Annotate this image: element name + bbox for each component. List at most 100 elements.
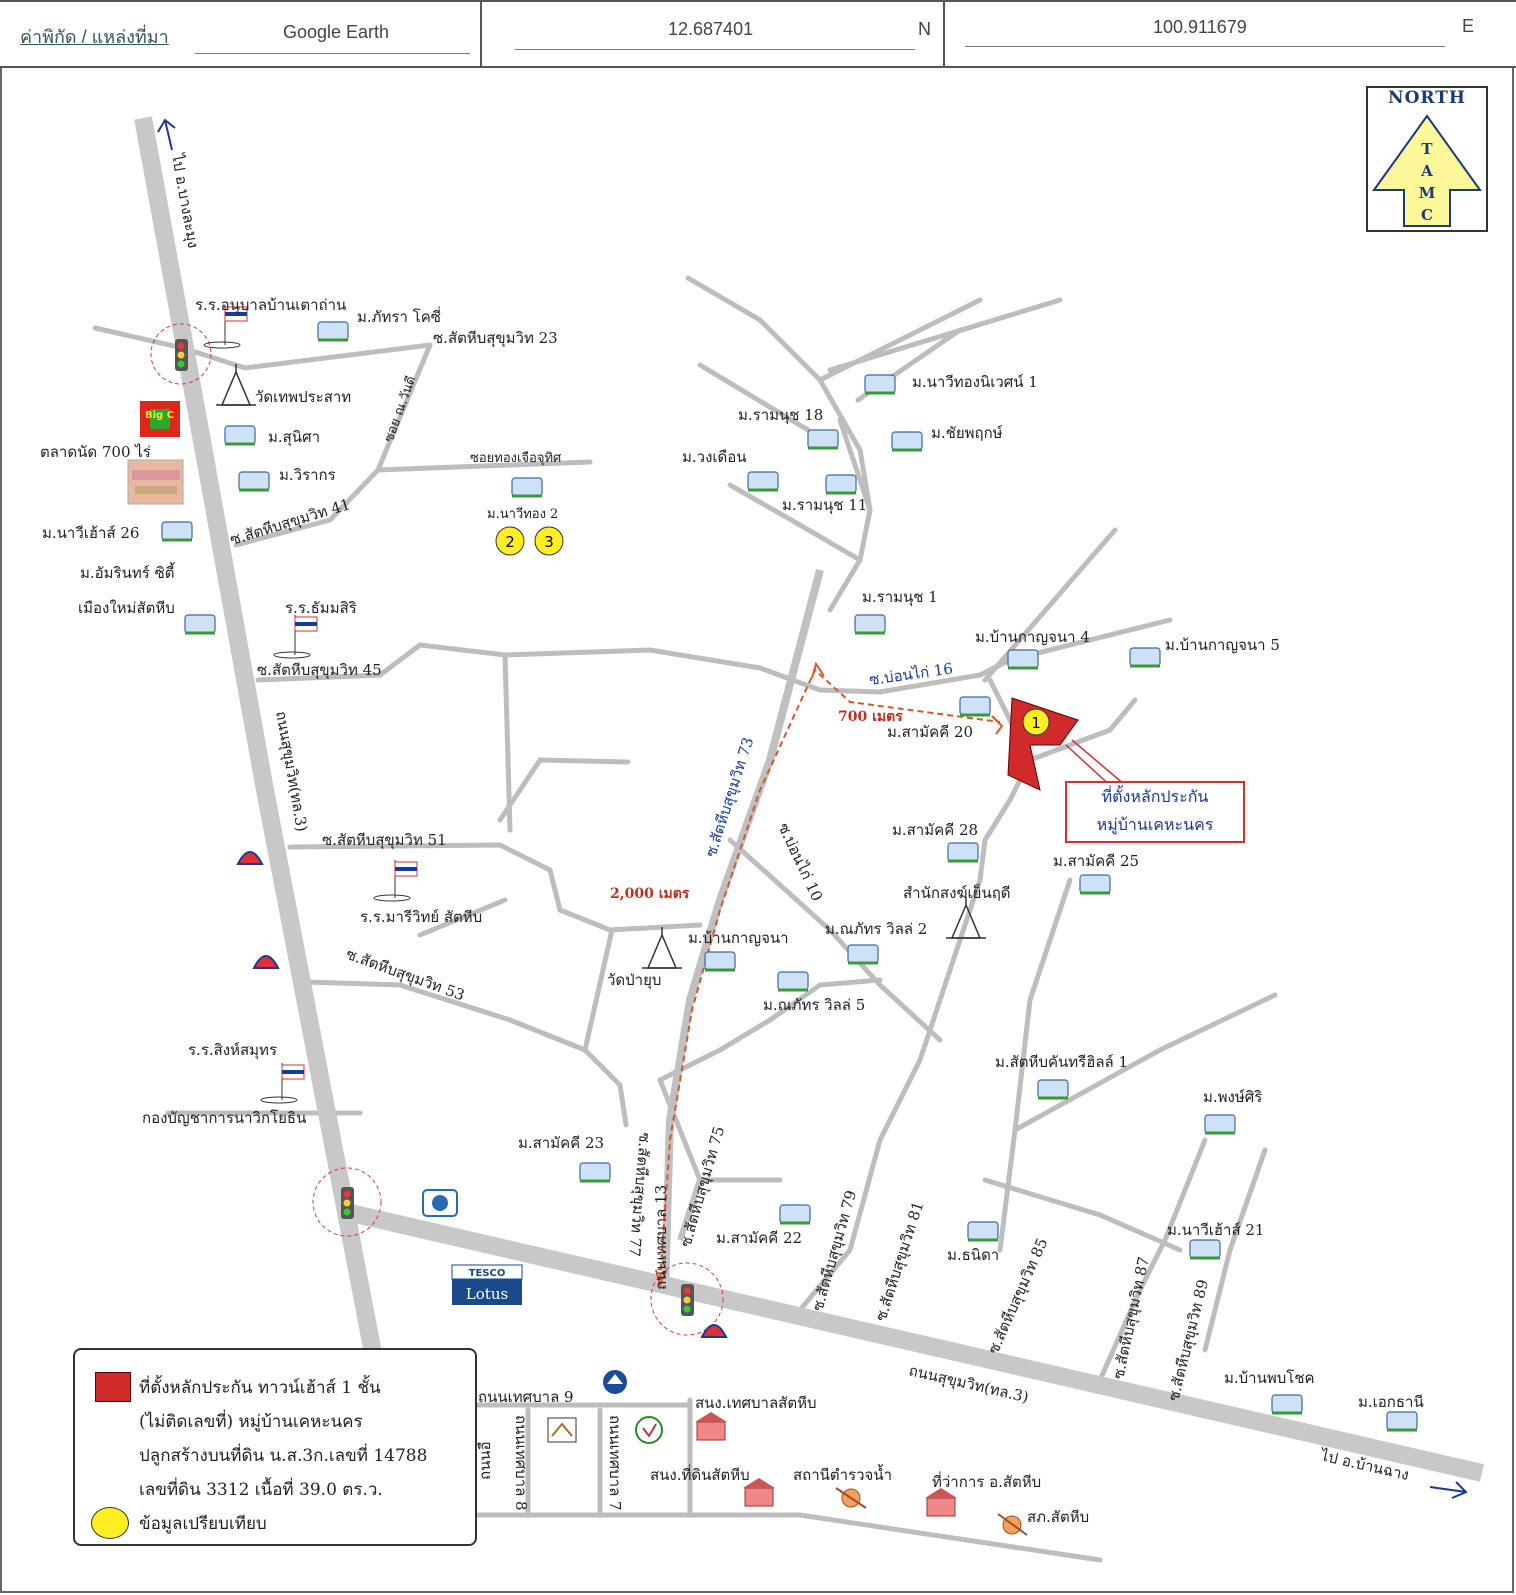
village-label: ม.เอกธานี	[1358, 1393, 1424, 1411]
house-icon	[847, 944, 879, 965]
place-label: สภ.สัตหีบ	[1027, 1508, 1089, 1526]
place-label: ตลาดนัด 700 ไร่	[40, 443, 151, 461]
village-label: ม.รามนุช 18	[738, 406, 823, 425]
bank-icon	[635, 1416, 663, 1444]
house-icon	[161, 521, 193, 542]
house-icon	[1007, 649, 1039, 670]
house-icon	[891, 431, 923, 452]
house-icon	[825, 474, 857, 495]
place-label: ร.ร.อนุบาลบ้านเตาถ่าน	[195, 296, 346, 315]
svg-text:TESCO: TESCO	[469, 1268, 506, 1279]
road-label-thetsaban13: ถนนเทศบาล 13	[652, 1185, 670, 1290]
source-underline	[195, 53, 470, 54]
legend: ที่ตั้งหลักประกัน ทาวน์เฮ้าส์ 1 ชั้น (ไม…	[73, 1348, 477, 1546]
village-label: ม.สามัคคี 22	[716, 1229, 802, 1247]
road-label-soi53: ซ.สัตหีบสุขุมวิท 53	[343, 945, 467, 1006]
road-label-soi79: ซ.สัตหีบสุขุมวิท 79	[809, 1188, 862, 1313]
svg-text:M: M	[1419, 184, 1436, 202]
callout-line2: หมู่บ้านเคหะนคร	[1096, 815, 1214, 834]
village-label: ม.รามนุช 1	[862, 588, 938, 607]
place-label: ร.ร.สิงห์สมุทร	[188, 1041, 277, 1060]
road-label-soi87: ซ.สัตหีบสุขุมวิท 87	[1109, 1255, 1154, 1381]
village-label: ม.นาวีทอง 2	[487, 506, 558, 522]
longitude-direction: E	[1462, 16, 1475, 36]
village-label: ม.ธนิดา	[947, 1246, 999, 1264]
subject-callout: ที่ตั้งหลักประกัน หมู่บ้านเคหะนคร	[1065, 781, 1245, 843]
house-icon	[1079, 874, 1111, 895]
compare-marker: 2	[495, 526, 525, 556]
village-label: เมืองใหม่สัตหีบ	[78, 599, 175, 617]
house-icon	[1189, 1239, 1221, 1260]
village-label: ม.ณภัทร วิลล่ 2	[825, 920, 927, 938]
svg-text:3: 3	[544, 533, 554, 551]
place-label: ที่ว่าการ อ.สัตหีบ	[932, 1471, 1041, 1491]
village-label: ม.สุนิศา	[268, 428, 320, 447]
bigc-logo: Big C	[140, 401, 180, 437]
road-label-thetsaban9: ถนนเทศบาล 9	[478, 1388, 574, 1406]
house-icon	[1037, 1079, 1069, 1100]
legend-line5: ข้อมูลเปรียบเทียบ	[139, 1514, 267, 1534]
house-icon	[1386, 1411, 1418, 1432]
village-label: ม.รามนุช 11	[782, 496, 867, 515]
house-icon	[747, 471, 779, 492]
house-icon	[511, 477, 543, 498]
latitude-value: 12.687401	[668, 19, 754, 39]
school-flag-icon	[273, 615, 318, 659]
house-icon	[967, 1221, 999, 1242]
north-arrow-icon: T A M C	[1372, 114, 1482, 227]
legend-line4: เลขที่ดิน 3312 เนื้อที่ 39.0 ตร.ว.	[139, 1480, 383, 1500]
road-label-thongjue: ซอยทองเจือจุทิศ	[470, 450, 562, 466]
temple-icon	[642, 927, 682, 969]
traffic-light-icon	[650, 1262, 724, 1336]
house-icons	[161, 321, 1418, 1432]
arrow-up-icon	[157, 118, 176, 151]
village-label: ม.นาวีเฮ้าส์ 21	[1167, 1221, 1264, 1239]
latitude-direction: N	[918, 19, 931, 39]
svg-text:2: 2	[505, 533, 515, 551]
legend-line2: (ไม่ติดเลขที่) หมู่บ้านเคหะนคร	[139, 1412, 363, 1432]
village-label: ม.นาวีทองนิเวศน์ 1	[912, 373, 1038, 391]
legend-line1: ที่ตั้งหลักประกัน ทาวน์เฮ้าส์ 1 ชั้น	[139, 1378, 381, 1398]
sukhumvit-main-road	[134, 116, 391, 1402]
house-icon	[864, 374, 896, 395]
temple-icon	[216, 364, 256, 406]
gas-station-icon	[700, 1324, 728, 1338]
tesco-lotus-logo: TESCO Lotus	[451, 1264, 523, 1305]
header-divider	[943, 2, 945, 68]
place-label: ร.ร.มารีวิทย์ สัตหีบ	[360, 908, 482, 926]
village-label: ม.อัมรินทร์ ซิตี้	[80, 562, 176, 582]
house-icon	[317, 321, 349, 342]
government-building-icon	[695, 1412, 727, 1441]
road-label-bonai10: ซ.บ่อนไก่ 10	[774, 820, 826, 904]
house-icon	[854, 614, 886, 635]
svg-text:1: 1	[1031, 714, 1041, 732]
lat-underline	[515, 49, 915, 50]
village-label: ม.สามัคคี 23	[518, 1134, 604, 1152]
source-value: Google Earth	[283, 22, 390, 42]
arrow-right-icon	[1429, 1481, 1468, 1499]
place-label: สถานีตำรวจน้ำ	[793, 1464, 892, 1484]
distance-700: 700 เมตร	[838, 709, 903, 725]
government-building-icon	[743, 1478, 775, 1507]
bank-icon	[422, 1189, 458, 1217]
house-icon	[579, 1162, 611, 1183]
road-label-soi51: ซ.สัตหีบสุขุมวิท 51	[322, 831, 447, 850]
road-label-soi81: ซ.สัตหีบสุขุมวิท 81	[872, 1199, 929, 1323]
road-label-soi45: ซ.สัตหีบสุขุมวิท 45	[257, 661, 382, 680]
school-flag-icon	[203, 305, 248, 349]
village-label: ม.นาวีเฮ้าส์ 26	[42, 524, 139, 542]
house-icon	[704, 951, 736, 972]
police-station-icon	[997, 1513, 1028, 1536]
road-label-soi77: ซ.สัตหีบสุขุมวิท 77	[624, 1132, 654, 1258]
house-icon	[947, 842, 979, 863]
road-label-other: ถนนอื่	[474, 1441, 494, 1480]
house-icon	[1271, 1394, 1303, 1415]
village-label: ม.บ้านพบโชค	[1224, 1369, 1315, 1387]
svg-text:T: T	[1421, 140, 1433, 158]
callout-line1: ที่ตั้งหลักประกัน	[1101, 787, 1209, 806]
road-label-thetsaban7: ถนนเทศบาล 7	[606, 1415, 624, 1511]
compare-marker: 1	[1022, 708, 1050, 736]
longitude-value: 100.911679	[1153, 17, 1247, 37]
house-icon	[959, 696, 991, 717]
